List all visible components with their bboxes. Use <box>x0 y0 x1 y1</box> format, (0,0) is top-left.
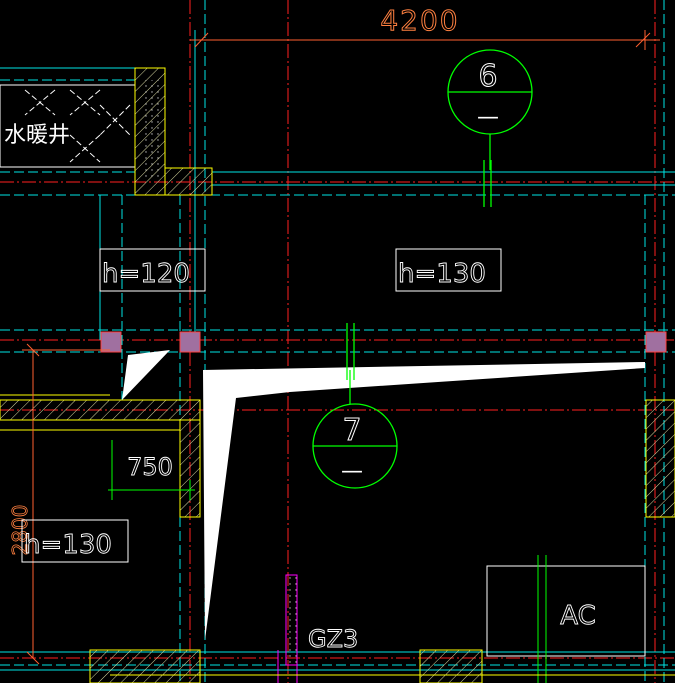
slab-label-2: h=130 <box>395 248 502 292</box>
section-mark-7-sub: — <box>341 459 363 484</box>
ac-label: AC <box>560 601 595 631</box>
section-mark-7-number: 7 <box>342 413 361 448</box>
shaft-label: 水暖井 <box>4 123 70 148</box>
slab-label-3: h=130 <box>21 519 129 563</box>
gz3-column <box>277 574 298 683</box>
dimension-4200 <box>190 30 660 50</box>
dimension-4200-text: 4200 <box>380 4 459 37</box>
section-mark-6-sub: — <box>477 105 499 130</box>
slab-label-1-text: h=120 <box>102 259 190 289</box>
slab-label-2-text: h=130 <box>398 259 486 289</box>
ac-unit <box>486 555 646 683</box>
section-mark-6-number: 6 <box>478 59 497 94</box>
dimension-750-text: 750 <box>127 453 173 481</box>
gz3-label: GZ3 <box>308 625 358 653</box>
structural-columns <box>100 331 667 353</box>
section-mark-7 <box>312 323 398 489</box>
dimension-2800 <box>22 343 110 665</box>
dimension-2800-text: 2800 <box>8 505 32 556</box>
wall-infill <box>145 80 160 180</box>
slab-cut-fill <box>122 350 645 640</box>
section-mark-6 <box>447 49 533 207</box>
dimension-750 <box>108 440 195 500</box>
slab-label-3-text: h=130 <box>24 530 112 560</box>
slab-label-1: h=120 <box>99 248 206 292</box>
